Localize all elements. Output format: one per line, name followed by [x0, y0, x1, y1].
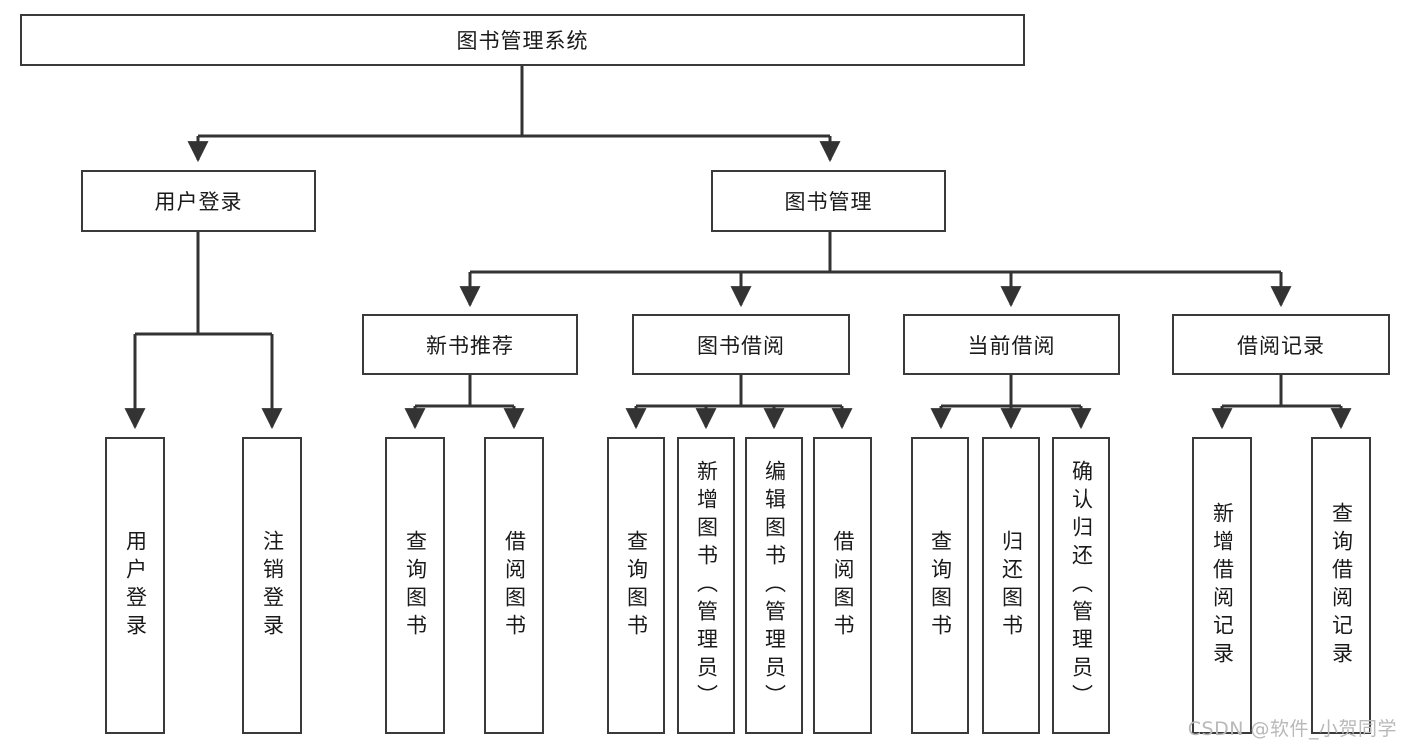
leaf-query-record-label: 查询借阅记录	[1329, 501, 1354, 670]
node-user-login-label: 用户登录	[154, 190, 243, 214]
node-root-label: 图书管理系统	[456, 29, 589, 53]
node-current-borrow-label: 当前借阅	[967, 333, 1056, 358]
watermark: CSDN @软件_小贺同学	[1187, 718, 1397, 740]
leaf-query-book-3[interactable]: 查询图书	[911, 437, 969, 734]
leaf-query-record[interactable]: 查询借阅记录	[1311, 437, 1371, 734]
leaf-return-book-label: 归还图书	[999, 529, 1024, 642]
leaf-borrow-book-2[interactable]: 借阅图书	[813, 437, 872, 734]
node-new-book-recommend[interactable]: 新书推荐	[362, 314, 578, 375]
node-book-manage-label: 图书管理	[784, 190, 873, 214]
leaf-return-book[interactable]: 归还图书	[982, 437, 1040, 734]
leaf-confirm-return[interactable]: 确认归还（管理员）	[1052, 437, 1110, 734]
leaf-borrow-book-2-label: 借阅图书	[831, 529, 855, 642]
leaf-user-login-label: 用户登录	[123, 529, 148, 642]
leaf-add-book-label: 新增图书（管理员）	[694, 459, 719, 712]
leaf-query-book-1[interactable]: 查询图书	[385, 437, 445, 734]
node-root[interactable]: 图书管理系统	[20, 14, 1025, 66]
leaf-edit-book[interactable]: 编辑图书（管理员）	[745, 437, 803, 734]
leaf-logout-login-label: 注销登录	[260, 529, 285, 642]
node-book-manage[interactable]: 图书管理	[711, 170, 946, 232]
leaf-add-record[interactable]: 新增借阅记录	[1192, 437, 1252, 734]
node-book-borrow[interactable]: 图书借阅	[632, 314, 850, 375]
leaf-add-record-label: 新增借阅记录	[1210, 501, 1235, 670]
leaf-query-book-2-label: 查询图书	[624, 529, 649, 642]
node-user-login[interactable]: 用户登录	[81, 170, 316, 232]
leaf-borrow-book-1[interactable]: 借阅图书	[484, 437, 544, 734]
leaf-query-book-3-label: 查询图书	[928, 529, 953, 642]
node-new-book-recommend-label: 新书推荐	[426, 333, 514, 358]
leaf-edit-book-label: 编辑图书（管理员）	[762, 459, 787, 712]
leaf-query-book-2[interactable]: 查询图书	[607, 437, 665, 734]
leaf-add-book[interactable]: 新增图书（管理员）	[677, 437, 735, 734]
node-borrow-record-label: 借阅记录	[1237, 333, 1325, 358]
leaf-borrow-book-1-label: 借阅图书	[502, 529, 527, 642]
node-book-borrow-label: 图书借阅	[697, 333, 785, 358]
node-borrow-record[interactable]: 借阅记录	[1172, 314, 1390, 375]
leaf-logout-login[interactable]: 注销登录	[242, 437, 302, 734]
leaf-query-book-1-label: 查询图书	[403, 529, 428, 642]
leaf-user-login[interactable]: 用户登录	[105, 437, 165, 734]
leaf-confirm-return-label: 确认归还（管理员）	[1069, 459, 1094, 712]
node-current-borrow[interactable]: 当前借阅	[903, 314, 1120, 375]
